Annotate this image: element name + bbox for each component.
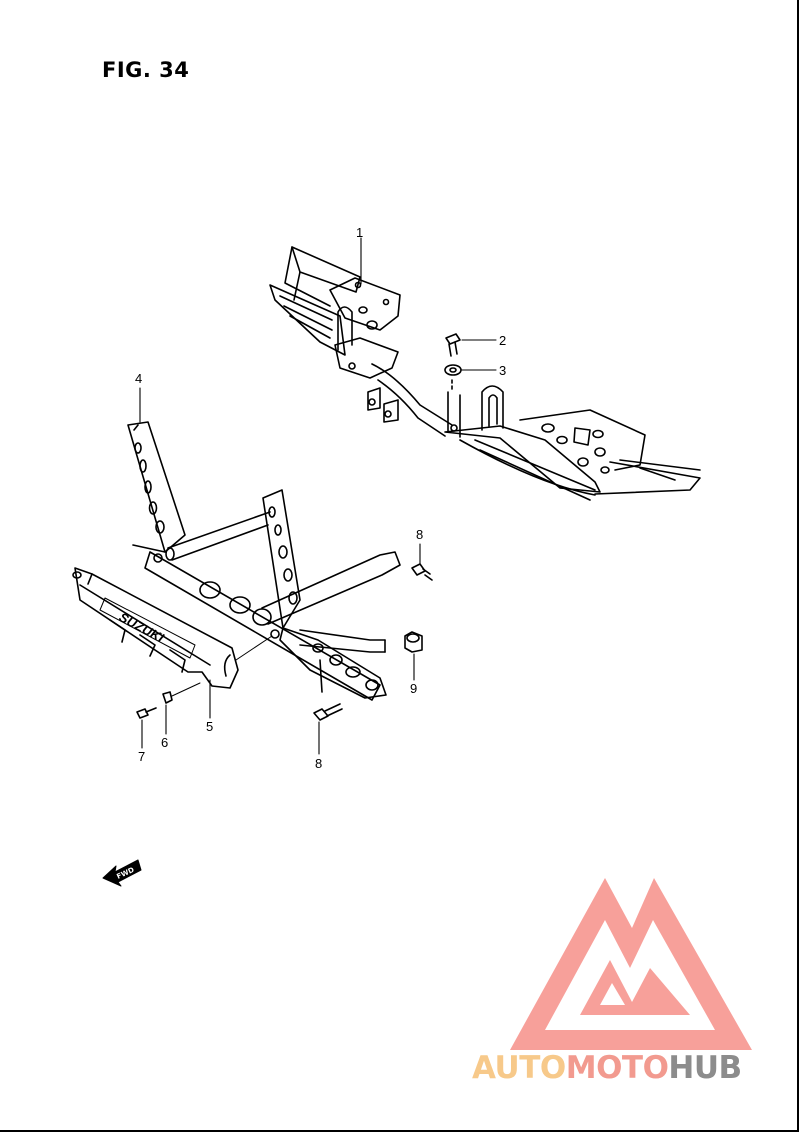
watermark-hub: HUB [668,1050,742,1086]
callout-6: 6 [161,735,168,750]
cap-part-9 [404,631,423,653]
callout-4: 4 [135,371,142,386]
forward-direction-arrow: FWD [102,859,142,887]
watermark-auto: AUTO [472,1050,566,1086]
callout-labels: 1 2 3 4 5 6 7 8 8 9 [135,225,506,771]
callout-5: 5 [206,719,213,734]
frame-guard: SUZUKI [72,567,239,689]
washer-part-3 [444,364,462,376]
leader-lines [139,237,497,755]
assembly-line-guard [235,635,273,661]
footrest-bracket-assembly [269,246,701,501]
callout-9: 9 [410,681,417,696]
callout-3: 3 [499,363,506,378]
screw-part-7 [136,707,157,719]
bolt-part-2 [445,333,461,357]
figure-title: FIG. 34 [102,58,190,82]
callout-7: 7 [138,749,145,764]
callout-1: 1 [356,225,363,240]
bolt-part-8-upper [411,563,433,581]
callout-8-upper: 8 [416,527,423,542]
guard-brand-text: SUZUKI [117,609,167,645]
watermark-wordmark: AUTOMOTOHUB [472,1050,742,1086]
automotohub-logo-mark [510,878,752,1050]
frame-crossmember [127,421,401,701]
watermark-moto: MOTO [565,1050,669,1086]
callout-2: 2 [499,333,506,348]
nut-part-6 [162,682,201,704]
bolt-part-8-lower [313,703,343,721]
callout-8-lower: 8 [315,756,322,771]
